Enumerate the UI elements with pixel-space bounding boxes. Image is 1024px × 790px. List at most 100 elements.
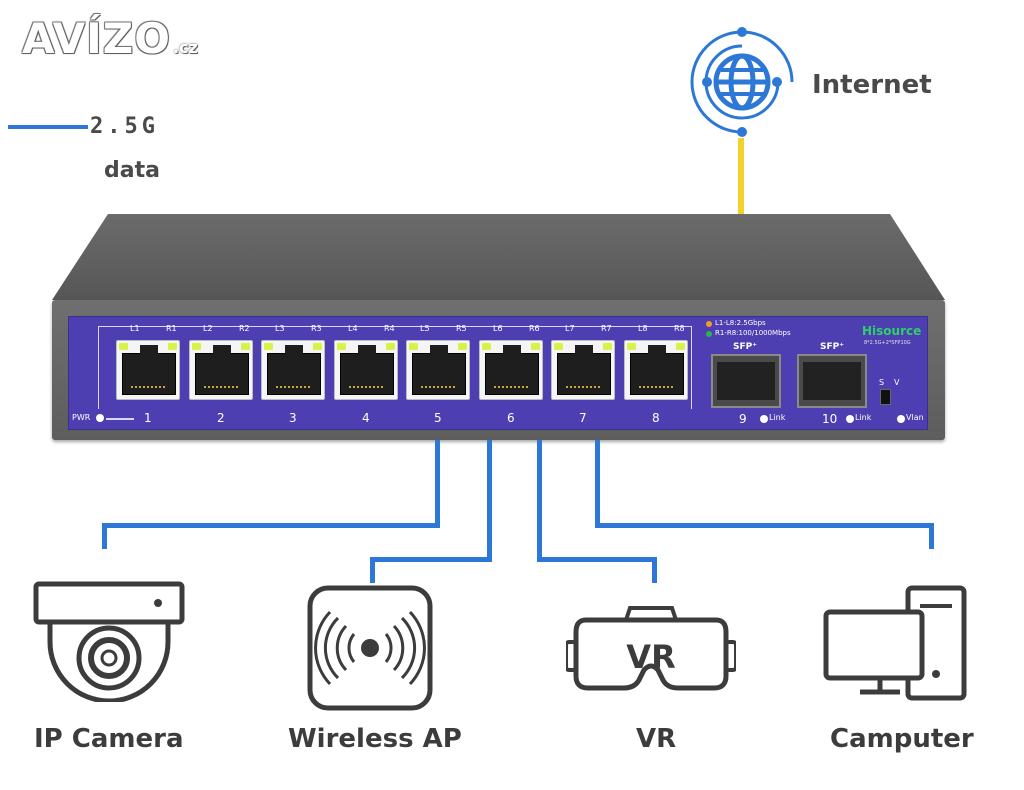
- port-led-left: [482, 343, 491, 350]
- vr-headset-icon: VR: [566, 606, 736, 691]
- green-led-legend-dot: [706, 331, 712, 337]
- wire-ap-horizontal: [370, 557, 492, 562]
- led-label-right: R3: [311, 324, 322, 333]
- rj45-port-6[interactable]: [479, 340, 543, 400]
- wire-computer-vertical: [595, 440, 600, 528]
- port-number: 2: [217, 411, 225, 425]
- rj45-port-2[interactable]: [189, 340, 253, 400]
- globe-icon: [690, 27, 794, 137]
- orange-led-legend-dot: [706, 321, 712, 327]
- rj45-jack: [195, 345, 249, 395]
- legend-line: [8, 125, 88, 129]
- wire-vr-vertical: [537, 440, 542, 562]
- led-label-left: L1: [130, 324, 140, 333]
- port-number: 1: [144, 411, 152, 425]
- led-label-left: L7: [565, 324, 575, 333]
- wireless-ap-icon: [307, 585, 433, 711]
- led-label-right: R7: [601, 324, 612, 333]
- rj45-port-3[interactable]: [261, 340, 325, 400]
- brand-name: Hisource: [862, 324, 922, 338]
- rj45-port-4[interactable]: [334, 340, 398, 400]
- led-label-right: R6: [529, 324, 540, 333]
- led-label-left: L2: [203, 324, 213, 333]
- rj45-jack: [122, 345, 176, 395]
- port-led-right: [531, 343, 540, 350]
- led-label-right: R2: [239, 324, 250, 333]
- device-label-wireless-ap: Wireless AP: [288, 724, 462, 754]
- wire-ap-drop: [370, 557, 375, 583]
- port-led-left: [627, 343, 636, 350]
- logo-brand: AVÍZO: [22, 14, 171, 63]
- led-label-left: L4: [348, 324, 358, 333]
- rj45-port-7[interactable]: [551, 340, 615, 400]
- wire-computer-horizontal: [595, 523, 934, 528]
- vlan-label: Vlan: [906, 413, 924, 422]
- switch-top-panel: [52, 214, 945, 300]
- port-number: 6: [507, 411, 515, 425]
- led-legend-2-5g: L1-L8:2.5Gbps: [715, 319, 766, 327]
- led-label-right: R5: [456, 324, 467, 333]
- sfp-number-9: 9: [739, 412, 747, 426]
- rj45-jack: [412, 345, 466, 395]
- rj45-port-8[interactable]: [624, 340, 688, 400]
- rj45-jack: [267, 345, 321, 395]
- sfp-link-label-10: Link: [855, 413, 872, 422]
- port-number: 7: [579, 411, 587, 425]
- wire-ap-vertical: [487, 440, 492, 562]
- led-label-right: R4: [384, 324, 395, 333]
- port-led-left: [264, 343, 273, 350]
- port-number: 4: [362, 411, 370, 425]
- port-number: 5: [434, 411, 442, 425]
- internet-label: Internet: [812, 70, 932, 100]
- sfp-number-10: 10: [822, 412, 838, 426]
- brand-subtitle: 8*2.5G+2*SFP10G: [864, 340, 911, 346]
- port-number: 8: [652, 411, 660, 425]
- sfp-label-10: SFP⁺: [820, 342, 844, 352]
- sfp-port-10[interactable]: [797, 354, 867, 408]
- rj45-port-1[interactable]: [116, 340, 180, 400]
- rj45-port-5[interactable]: [406, 340, 470, 400]
- port-led-left: [192, 343, 201, 350]
- port-led-left: [337, 343, 346, 350]
- port-led-right: [458, 343, 467, 350]
- led-label-left: L6: [493, 324, 503, 333]
- legend-data: data: [104, 158, 160, 183]
- port-led-right: [603, 343, 612, 350]
- computer-icon: [823, 585, 967, 701]
- wire-camera-vertical: [435, 440, 440, 528]
- wire-camera-horizontal: [102, 523, 440, 528]
- led-legend-1g: R1-R8:100/1000Mbps: [715, 329, 791, 337]
- led-label-right: R1: [166, 324, 177, 333]
- port-number: 3: [289, 411, 297, 425]
- vr-icon-text: VR: [626, 638, 675, 676]
- wire-computer-drop: [929, 523, 934, 549]
- dip-label-s: S: [879, 378, 885, 387]
- ip-camera-icon: [33, 581, 185, 702]
- port-led-right: [386, 343, 395, 350]
- power-led: [96, 414, 104, 422]
- port-led-left: [554, 343, 563, 350]
- internet-uplink-line: [738, 138, 744, 214]
- sfp-label-9: SFP⁺: [733, 342, 757, 352]
- dip-switch[interactable]: [880, 389, 891, 405]
- device-label-vr: VR: [636, 724, 677, 754]
- led-label-right: R8: [674, 324, 685, 333]
- device-label-ip-camera: IP Camera: [34, 724, 184, 754]
- port-led-right: [313, 343, 322, 350]
- power-label: PWR: [72, 413, 91, 422]
- legend-speed: 2.5G: [90, 114, 159, 139]
- rj45-jack: [630, 345, 684, 395]
- sfp-link-led-9: [760, 415, 768, 423]
- rj45-jack: [340, 345, 394, 395]
- device-label-computer: Camputer: [830, 724, 974, 754]
- sfp-port-9[interactable]: [711, 354, 781, 408]
- port-led-right: [168, 343, 177, 350]
- vlan-led: [897, 415, 905, 423]
- port-led-right: [241, 343, 250, 350]
- dip-label-v: V: [894, 378, 900, 387]
- port-frame: [98, 326, 692, 409]
- wire-vr-horizontal: [537, 557, 657, 562]
- logo-tld: .cz: [172, 38, 198, 57]
- port-led-left: [119, 343, 128, 350]
- wire-camera-drop: [102, 523, 107, 549]
